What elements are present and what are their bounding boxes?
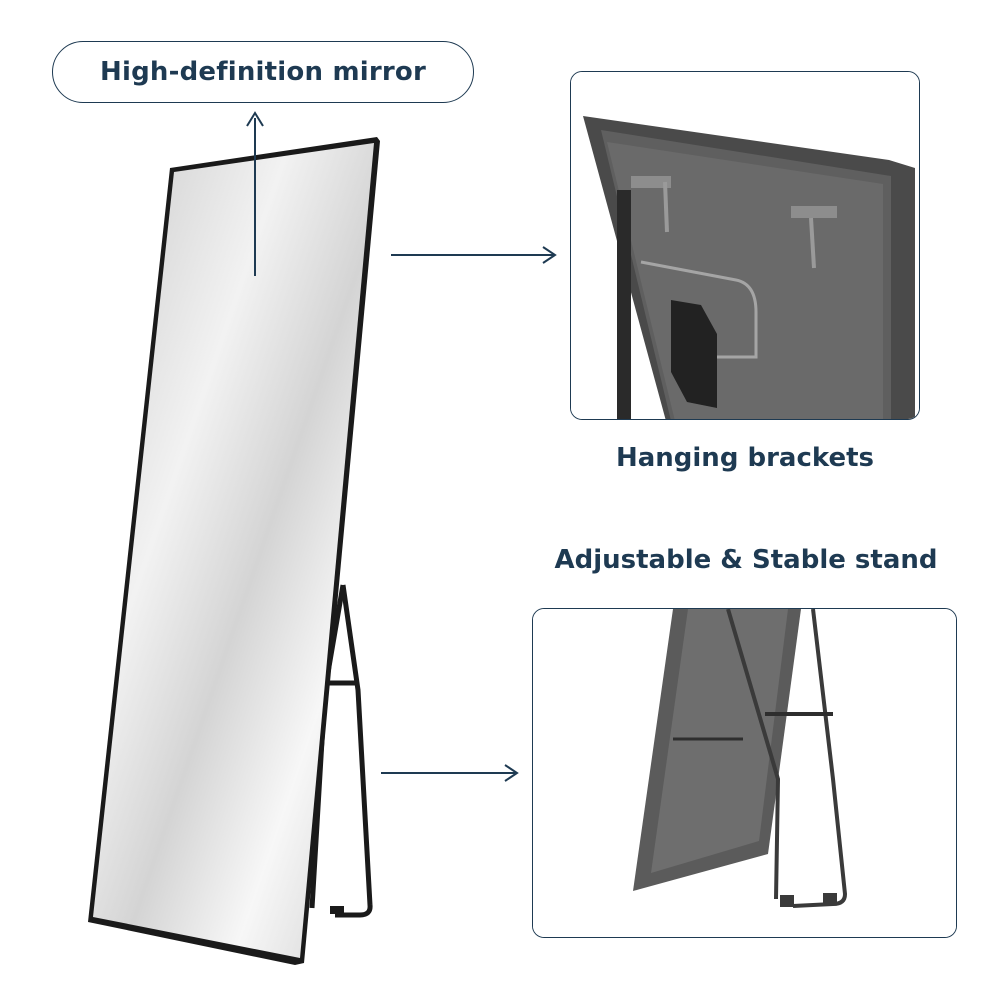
arrow-right-icon [391,246,557,264]
stand-detail-panel [532,608,957,938]
brackets-image [571,72,919,419]
stand-image [533,609,956,937]
stand-caption: Adjustable & Stable stand [554,545,938,575]
brackets-caption: Hanging brackets [615,443,875,473]
mirror-glass [93,143,374,958]
arrow-right-icon [381,764,519,782]
arrow-up-icon [246,111,264,276]
brackets-detail-panel [570,71,920,420]
mirror-label-pill: High-definition mirror [52,41,474,103]
mirror-label: High-definition mirror [100,57,426,87]
